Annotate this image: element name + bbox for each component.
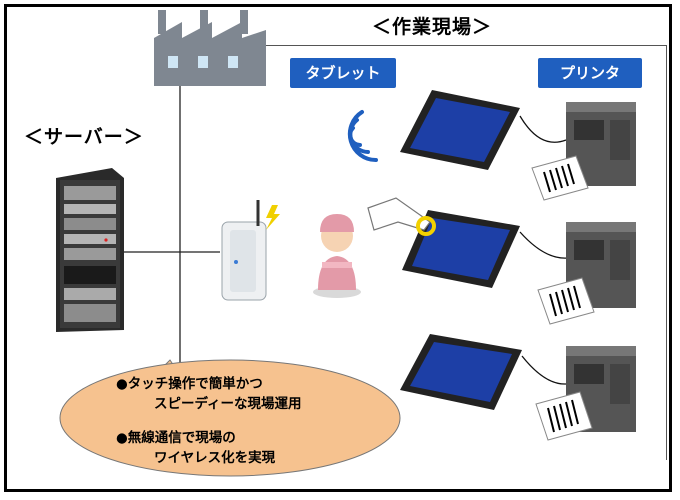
tablet-printer-cables bbox=[519, 115, 569, 385]
wireless-router-icon bbox=[221, 200, 267, 301]
printer-badge: プリンタ bbox=[538, 58, 642, 88]
server-rack-icon bbox=[56, 168, 124, 332]
barcode-label-3 bbox=[535, 391, 593, 441]
tablet-icon-3 bbox=[400, 334, 522, 410]
server-label: ＜サーバー＞ bbox=[24, 126, 144, 148]
feature-text-line-3: ●無線通信で現場の bbox=[116, 430, 236, 446]
tablet-icon-1 bbox=[400, 90, 520, 170]
network-lines bbox=[122, 82, 220, 370]
feature-bubble bbox=[59, 359, 401, 477]
barcode-label-1 bbox=[531, 155, 589, 201]
pointing-hand-icon bbox=[367, 197, 436, 236]
feature-text-line-1: ●タッチ操作で簡単かつ bbox=[116, 376, 263, 392]
workplace-label: ＜作業現場＞ bbox=[372, 16, 493, 38]
feature-text-line-4: ワイヤレス化を実現 bbox=[154, 450, 276, 466]
feature-text-line-2: スピーディーな現場運用 bbox=[154, 396, 302, 412]
workplace-area-boundary bbox=[180, 45, 667, 460]
tablet-badge: タブレット bbox=[290, 58, 396, 88]
lightning-icon bbox=[266, 205, 280, 230]
barcode-label-2 bbox=[537, 277, 595, 325]
worker-person-icon bbox=[313, 214, 361, 298]
factory-icon bbox=[154, 10, 266, 86]
wireless-signal-icon bbox=[347, 110, 378, 163]
